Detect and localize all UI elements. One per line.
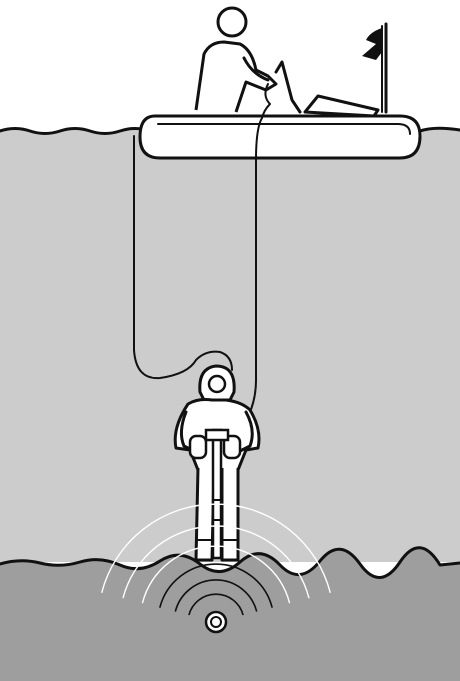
flag-cloth: [362, 28, 382, 60]
dinghy: [140, 96, 420, 158]
target-inner-ring: [211, 617, 221, 627]
diver-mask: [209, 376, 225, 392]
dive-flag: [362, 24, 386, 112]
diver-left-glove: [190, 436, 206, 458]
dinghy-outboard: [305, 96, 378, 116]
operator-hand-line: [276, 62, 300, 112]
detector-handle: [206, 430, 228, 440]
operator-head: [218, 8, 246, 36]
boat-operator: [196, 8, 300, 118]
detector-shaft: [213, 430, 221, 558]
buried-target: [206, 612, 226, 632]
dinghy-hull: [140, 116, 420, 158]
